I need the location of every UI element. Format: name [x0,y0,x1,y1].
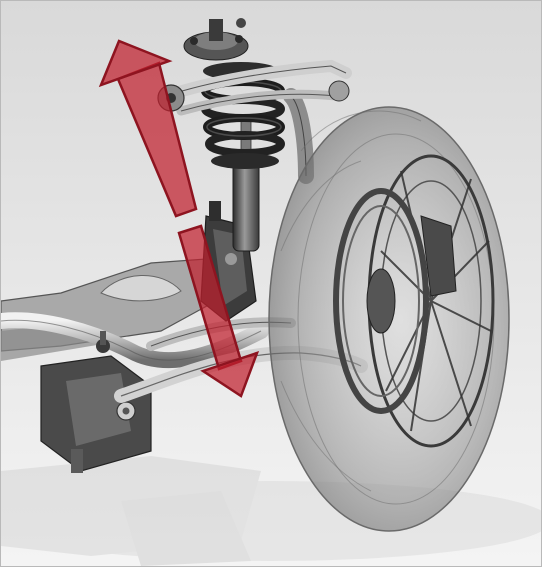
down-arrow-icon [177,224,260,398]
up-arrow-icon [98,39,198,218]
wheel-icon [268,106,510,532]
strut-top-mount [183,18,249,61]
subframe-icon [1,258,269,473]
brake-disc-icon [333,188,429,414]
